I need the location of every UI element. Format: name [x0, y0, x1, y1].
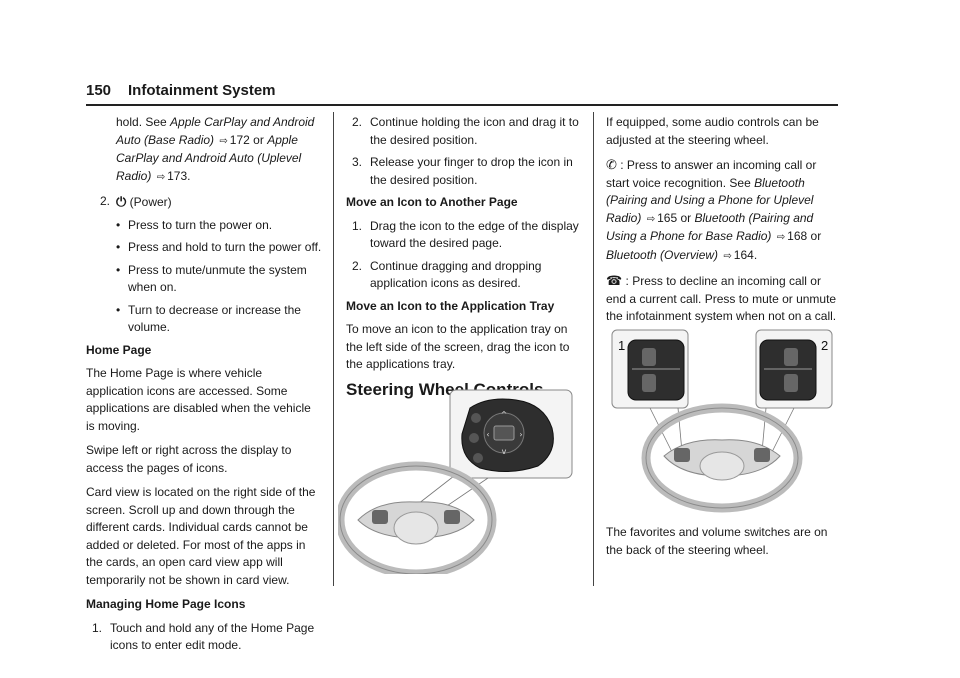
subheading: Move an Icon to the Application Tray: [346, 298, 555, 313]
subheading: Managing Home Page Icons: [86, 597, 246, 611]
svg-text:v: v: [502, 447, 507, 456]
xref-link[interactable]: Apple CarPlay and Android Auto (Uplevel …: [116, 132, 302, 183]
column-2: 2. Continue holding the icon and drag it…: [346, 114, 582, 410]
column-divider: [333, 112, 334, 586]
column-1: hold. See Apple CarPlay and Android Auto…: [86, 114, 322, 660]
steering-wheel-back-switches-illustration: 1 2: [611, 329, 833, 513]
column-3: If equipped, some audio controls can be …: [606, 114, 838, 333]
hang-up-paragraph: ☎ : Press to decline an incoming call or…: [606, 273, 837, 323]
paragraph: To move an icon to the application tray …: [346, 322, 570, 371]
svg-text:‹: ‹: [486, 430, 489, 439]
bullet-item: •Turn to decrease or increase the volume…: [116, 302, 301, 335]
page-reference-arrow-icon: ⇨: [219, 135, 228, 147]
xref-page[interactable]: 168: [787, 229, 808, 243]
steering-wheel-illustration: ^ v ‹ ›: [338, 389, 573, 574]
xref-link[interactable]: Apple CarPlay and Android Auto (Base Rad…: [116, 115, 315, 147]
page-reference-arrow-icon: ⇨: [723, 250, 732, 262]
list-item: 3. Release your finger to drop the icon …: [352, 155, 573, 187]
bullet-item: •Press and hold to turn the power off.: [116, 240, 322, 254]
page-number: 150: [86, 82, 112, 99]
paragraph: Swipe left or right across the display t…: [86, 443, 292, 475]
xref-page[interactable]: 164: [733, 247, 754, 262]
svg-text:^: ^: [501, 410, 508, 419]
xref-link[interactable]: Bluetooth (Pairing and Using a Phone for…: [606, 210, 814, 244]
list-item: 1. Touch and hold any of the Home Page i…: [92, 620, 315, 653]
xref-page[interactable]: 165: [657, 210, 678, 225]
list-item: 2. Continue holding the icon and drag it…: [352, 115, 579, 147]
page-reference-arrow-icon: ⇨: [156, 171, 166, 183]
header-rule: [86, 104, 838, 106]
page-reference-arrow-icon: ⇨: [646, 213, 656, 225]
hang-up-icon: ☎: [606, 273, 623, 288]
xref-page[interactable]: 172: [229, 132, 250, 147]
list-item: 1. Drag the icon to the edge of the disp…: [352, 218, 579, 251]
page-reference-arrow-icon: ⇨: [776, 232, 786, 243]
page-header: 150 Infotainment System: [86, 82, 838, 104]
paragraph: The favorites and volume switches are on…: [606, 525, 828, 557]
subheading: Move an Icon to Another Page: [346, 195, 518, 209]
bullet-item: •Press to mute/unmute the system when on…: [116, 262, 307, 295]
figure-label-2: 2: [821, 338, 828, 353]
figure-label-1: 1: [618, 338, 625, 353]
paragraph: If equipped, some audio controls can be …: [606, 115, 819, 147]
svg-text:›: ›: [519, 430, 522, 439]
column-3-footer: The favorites and volume switches are on…: [606, 524, 838, 566]
list-item: 2. Continue dragging and dropping applic…: [352, 258, 542, 291]
xref-link[interactable]: Bluetooth (Pairing and Using a Phone for…: [606, 175, 814, 225]
paragraph: The Home Page is where vehicle applicati…: [86, 366, 311, 433]
column-divider: [593, 112, 594, 586]
list-item: 2. ⏻ (Power): [100, 194, 172, 209]
subheading: Home Page: [86, 342, 152, 357]
xref-page[interactable]: 173: [167, 168, 188, 183]
paragraph: Card view is located on the right side o…: [86, 485, 316, 587]
phone-voice-icon: ✆: [606, 157, 617, 172]
xref-link[interactable]: Bluetooth (Overview): [606, 247, 719, 262]
carplay-reference: hold. See Apple CarPlay and Android Auto…: [116, 115, 315, 183]
chapter-title: Infotainment System: [128, 82, 276, 99]
power-icon: ⏻: [116, 194, 127, 209]
bullet-item: •Press to turn the power on.: [116, 217, 273, 232]
answer-call-paragraph: ✆ : Press to answer an incoming call or …: [606, 157, 822, 262]
